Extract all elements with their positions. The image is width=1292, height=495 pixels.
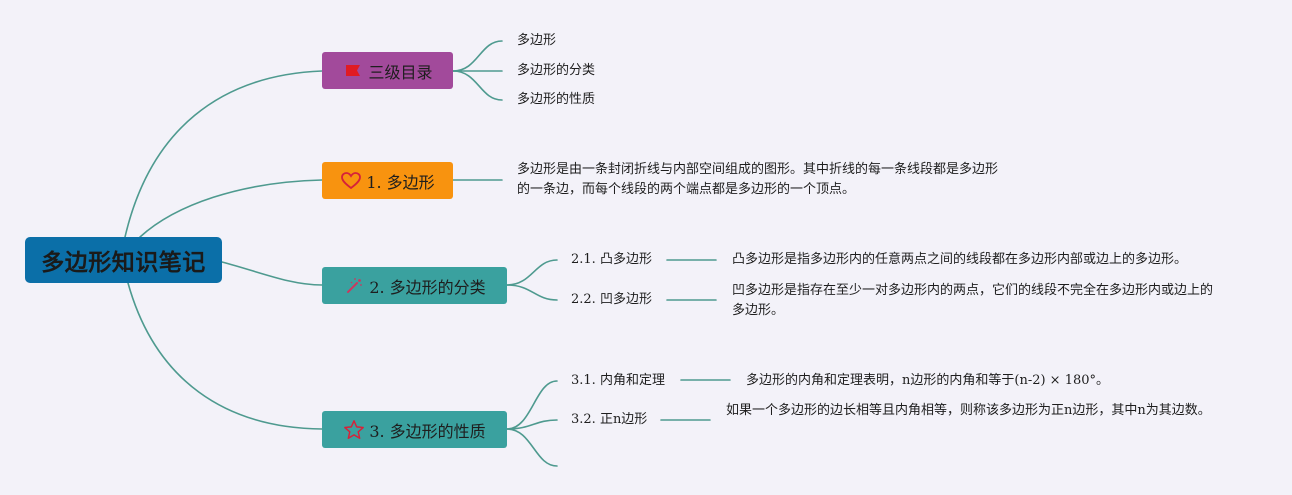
magic-wand-icon <box>343 275 365 297</box>
regular-polygon-label[interactable]: 3.2. 正n边形 <box>571 412 648 427</box>
classification-node[interactable]: 2. 多边形的分类 <box>322 267 507 304</box>
heart-icon <box>340 170 362 192</box>
classification-label: 2. 多边形的分类 <box>369 277 486 297</box>
toc-item-3[interactable]: 多边形的性质 <box>517 92 596 107</box>
link-root-properties <box>127 282 323 430</box>
polygon-description[interactable]: 多边形是由一条封闭折线与内部空间组成的图形。其中折线的每一条线段都是多边形的一条… <box>517 162 999 197</box>
root-label: 多边形知识笔记 <box>41 250 206 276</box>
link-root-polygon <box>139 179 323 238</box>
properties-label: 3. 多边形的性质 <box>369 421 486 441</box>
root-node[interactable]: 多边形知识笔记 <box>25 237 222 283</box>
link-class-convex <box>506 259 558 286</box>
link-toc-item3 <box>452 70 503 101</box>
link-toc-item1 <box>452 40 503 72</box>
toc-item-1[interactable]: 多边形 <box>517 33 557 48</box>
polygon-node[interactable]: 1. 多边形 <box>322 162 453 199</box>
link-prop-empty <box>506 428 558 467</box>
link-root-toc <box>124 70 323 238</box>
concave-polygon-label[interactable]: 2.2. 凹多边形 <box>571 292 652 307</box>
link-root-classification <box>221 261 323 286</box>
toc-item-2[interactable]: 多边形的分类 <box>517 63 596 78</box>
star-icon <box>343 419 365 441</box>
concave-polygon-description[interactable]: 凹多边形是指存在至少一对多边形内的两点，它们的线段不完全在多边形内或边上的多边形… <box>732 283 1214 318</box>
regular-polygon-description[interactable]: 如果一个多边形的边长相等且内角相等，则称该多边形为正n边形，其中n为其边数。 <box>726 403 1211 418</box>
polygon-label: 1. 多边形 <box>366 172 435 192</box>
toc-label: 三级目录 <box>368 62 433 82</box>
link-prop-angle <box>506 380 558 430</box>
angle-sum-description[interactable]: 多边形的内角和定理表明，n边形的内角和等于(n-2) × 180°。 <box>746 373 1110 388</box>
toc-node[interactable]: 三级目录 <box>322 52 453 89</box>
angle-sum-label[interactable]: 3.1. 内角和定理 <box>571 373 665 388</box>
link-prop-regular <box>506 419 558 430</box>
properties-node[interactable]: 3. 多边形的性质 <box>322 411 507 448</box>
convex-polygon-description[interactable]: 凸多边形是指多边形内的任意两点之间的线段都在多边形内部或边上的多边形。 <box>732 252 1188 267</box>
flag-icon <box>342 60 364 82</box>
link-class-concave <box>506 284 558 301</box>
convex-polygon-label[interactable]: 2.1. 凸多边形 <box>571 252 652 267</box>
